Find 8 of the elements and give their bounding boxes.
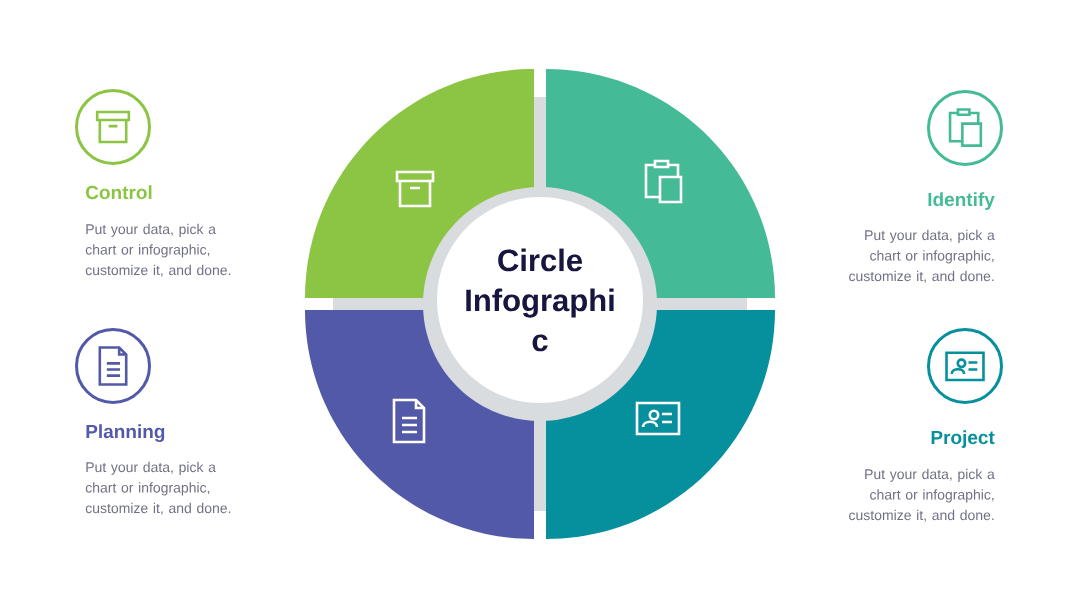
description: Put your data, pick a chart or infographic, customize it, and done. (849, 229, 995, 283)
heading: Control (86, 185, 152, 200)
heading: Planning (86, 424, 165, 442)
description: Put your data, pick a chart or infographic, customize it, and done. (85, 461, 231, 515)
heading: Project (931, 430, 995, 448)
heading: Identify (928, 192, 995, 210)
description: Put your data, pick a chart or infographic, customize it, and done. (85, 223, 231, 277)
description: Put your data, pick a chart or infographic, customize it, and done. (849, 468, 995, 522)
